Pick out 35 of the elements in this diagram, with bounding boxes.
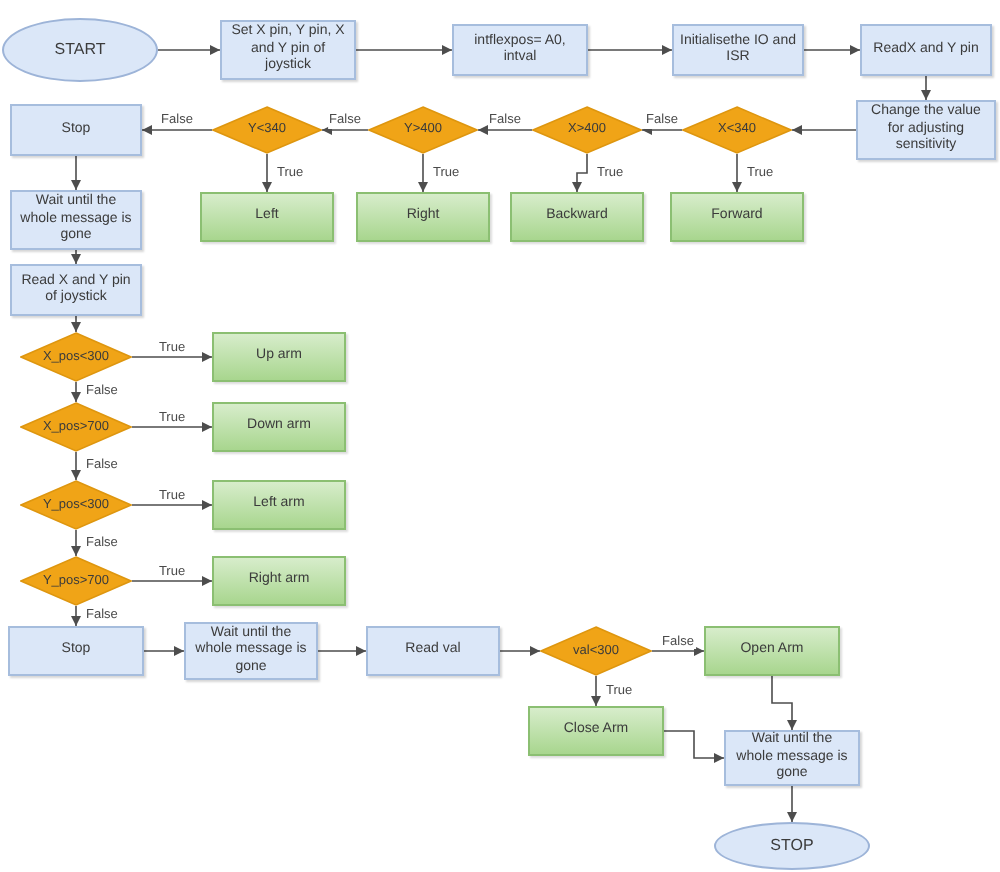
arrow xyxy=(732,153,742,193)
arrow xyxy=(355,45,453,55)
arrow xyxy=(131,352,213,362)
arrow xyxy=(921,75,931,101)
arrow xyxy=(143,646,185,656)
arrow xyxy=(131,500,213,510)
arrow xyxy=(791,125,857,135)
arrow xyxy=(71,315,81,333)
arrow xyxy=(71,529,81,557)
arrow xyxy=(141,125,213,135)
arrow xyxy=(587,45,673,55)
arrow xyxy=(572,153,588,193)
arrow xyxy=(591,675,601,707)
arrow xyxy=(787,785,797,823)
arrow xyxy=(262,153,272,193)
arrow xyxy=(771,675,797,731)
arrow xyxy=(651,646,705,656)
arrow xyxy=(71,451,81,481)
arrow xyxy=(499,646,541,656)
arrow xyxy=(71,605,81,627)
arrow xyxy=(803,45,861,55)
terminal-oval: START xyxy=(2,18,158,82)
arrow xyxy=(131,576,213,586)
arrow xyxy=(71,381,81,403)
arrow xyxy=(418,153,428,193)
arrow xyxy=(321,125,369,135)
arrow xyxy=(663,730,725,763)
arrow xyxy=(71,155,81,191)
arrow xyxy=(641,125,683,135)
arrow xyxy=(477,125,533,135)
arrow xyxy=(71,249,81,265)
arrow xyxy=(157,45,221,55)
arrow xyxy=(317,646,367,656)
terminal-oval: STOP xyxy=(714,822,870,870)
arrow xyxy=(131,422,213,432)
